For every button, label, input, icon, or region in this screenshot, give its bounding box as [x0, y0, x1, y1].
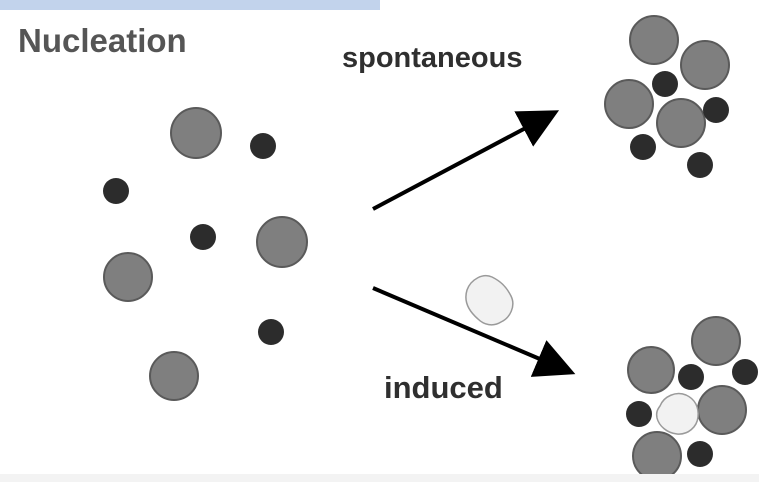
small-particle — [687, 152, 713, 178]
small-particle — [250, 133, 276, 159]
small-particle — [258, 319, 284, 345]
induced-cluster — [626, 317, 758, 480]
large-particle — [681, 41, 729, 89]
large-particle — [104, 253, 152, 301]
spontaneous-arrow — [373, 114, 552, 209]
small-particle — [652, 71, 678, 97]
small-particle — [703, 97, 729, 123]
large-particle — [257, 217, 307, 267]
large-particle — [171, 108, 221, 158]
small-particle — [732, 359, 758, 385]
large-particle — [633, 432, 681, 480]
small-particle — [678, 364, 704, 390]
spontaneous-cluster — [605, 16, 729, 178]
large-particle — [150, 352, 198, 400]
large-particle — [698, 386, 746, 434]
small-particle — [103, 178, 129, 204]
bottom-strip — [0, 474, 759, 482]
small-particle — [626, 401, 652, 427]
large-particle — [630, 16, 678, 64]
small-particle — [190, 224, 216, 250]
small-particle — [630, 134, 656, 160]
large-particle — [657, 99, 705, 147]
large-particle — [605, 80, 653, 128]
dispersed-particles — [103, 108, 307, 400]
seed-crystal — [466, 276, 513, 325]
seed-crystal — [657, 394, 699, 434]
large-particle — [628, 347, 674, 393]
large-particle — [692, 317, 740, 365]
small-particle — [687, 441, 713, 467]
